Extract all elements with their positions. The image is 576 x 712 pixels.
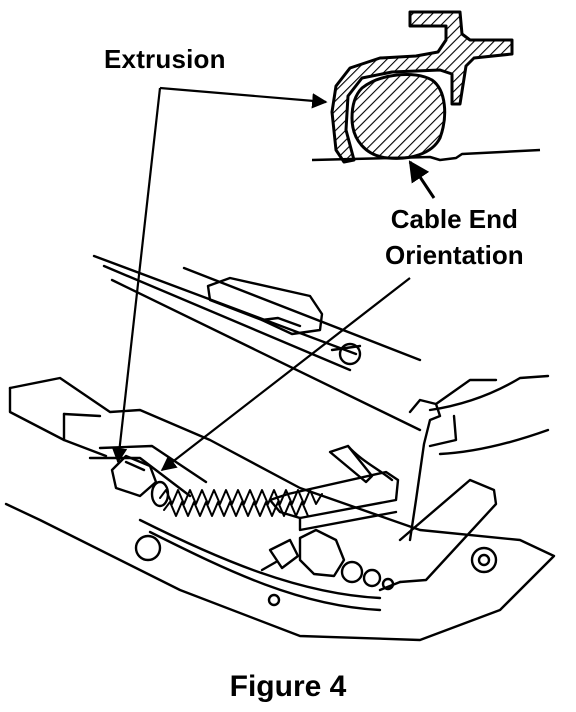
cable-end-label-line1: Cable End xyxy=(390,204,518,234)
cable-end-label-line2: Orientation xyxy=(385,240,524,270)
extrusion-leader-top xyxy=(159,86,328,109)
cross-section-inset xyxy=(311,10,541,199)
cable-end-arrow xyxy=(408,160,436,199)
extrusion-profile xyxy=(330,10,514,164)
extrusion-leader-down xyxy=(111,87,162,464)
coil-spring xyxy=(159,489,323,517)
seat-track-assembly xyxy=(4,254,556,642)
cable-end-oval xyxy=(350,73,447,160)
cable-end-orientation-label: Cable End Orientation xyxy=(385,201,524,273)
extrusion-label: Extrusion xyxy=(104,44,226,74)
figure-caption: Figure 4 xyxy=(229,670,347,703)
